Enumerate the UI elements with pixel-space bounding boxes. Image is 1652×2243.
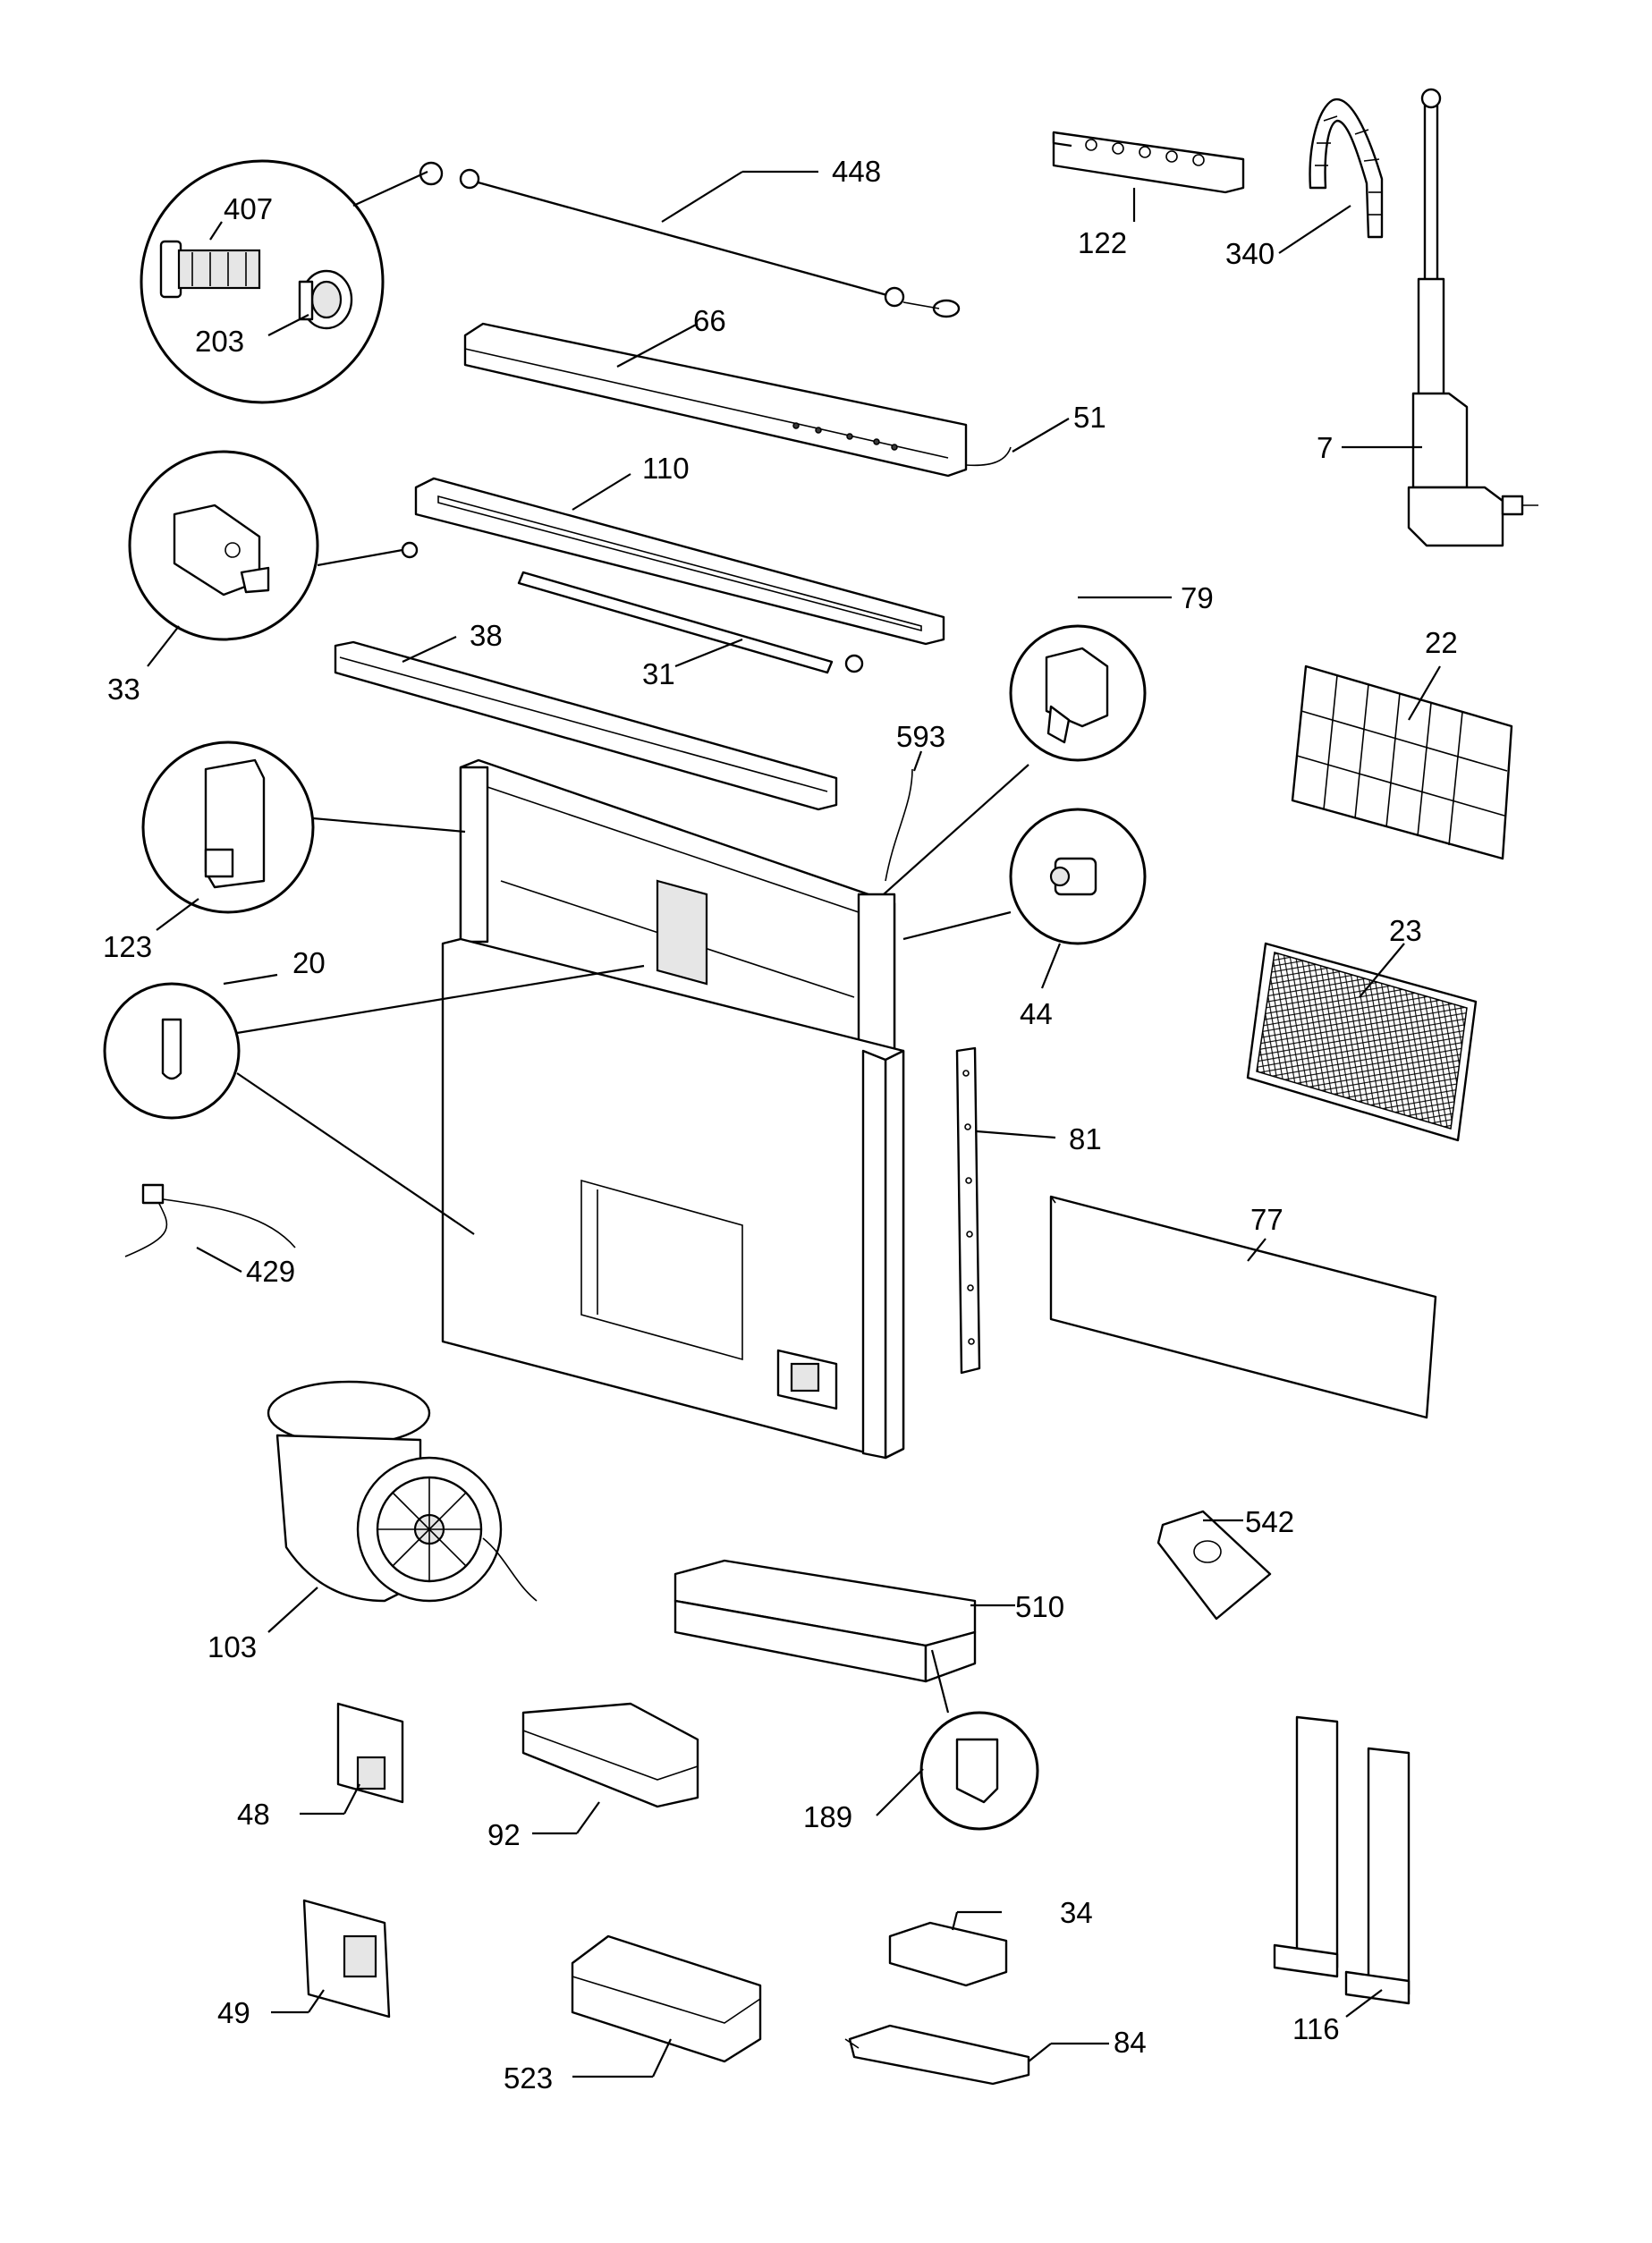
label-448: 448 xyxy=(832,155,881,188)
callout-circle-33 xyxy=(128,450,419,641)
label-103: 103 xyxy=(208,1630,257,1663)
part-116-brackets xyxy=(1273,1715,1411,2005)
part-122-bracket xyxy=(1052,131,1245,194)
label-33: 33 xyxy=(107,673,140,706)
part-103-blower xyxy=(267,1380,538,1603)
part-22-grease-filter xyxy=(1291,664,1513,860)
label-84: 84 xyxy=(1114,2026,1147,2059)
label-122: 122 xyxy=(1078,226,1127,259)
label-22: 22 xyxy=(1425,626,1458,659)
part-542-bracket xyxy=(1156,1510,1272,1621)
callout-circle-44 xyxy=(902,808,1147,945)
part-31-tube xyxy=(517,571,864,674)
part-92-box xyxy=(521,1702,699,1808)
main-housing xyxy=(441,758,905,1460)
label-23: 23 xyxy=(1389,914,1422,947)
label-81: 81 xyxy=(1069,1122,1102,1155)
label-20: 20 xyxy=(292,946,326,979)
part-340-cable-chain xyxy=(1309,97,1384,239)
label-203: 203 xyxy=(195,325,244,358)
part-labels: 448 407 203 122 340 66 51 7 110 33 38 31… xyxy=(103,155,1458,2095)
label-48: 48 xyxy=(237,1798,270,1831)
label-77: 77 xyxy=(1250,1203,1283,1236)
part-429-cable xyxy=(124,1183,296,1257)
part-49-pcb xyxy=(302,1899,391,2019)
label-44: 44 xyxy=(1020,997,1053,1030)
callout-circle-79 xyxy=(858,596,1172,918)
label-593: 593 xyxy=(896,720,945,753)
part-34-ballast xyxy=(888,1921,1008,1987)
part-48-pcb xyxy=(336,1702,404,1804)
part-510-box xyxy=(674,1559,977,1683)
label-523: 523 xyxy=(504,2061,553,2095)
label-110: 110 xyxy=(642,452,690,485)
label-542: 542 xyxy=(1245,1505,1294,1538)
callout-circle-189 xyxy=(919,1649,1039,1831)
part-448-shaft xyxy=(419,161,961,318)
label-189: 189 xyxy=(803,1800,852,1833)
label-92: 92 xyxy=(487,1818,521,1851)
callout-circle-407-203 xyxy=(140,159,428,404)
part-66-control-strip xyxy=(463,322,968,478)
part-7-linear-actuator xyxy=(1407,88,1538,547)
part-23-mesh-filter xyxy=(1246,942,1478,1142)
label-510: 510 xyxy=(1015,1590,1064,1623)
label-407: 407 xyxy=(224,192,273,225)
part-77-panel xyxy=(1049,1195,1437,1419)
part-81-rail xyxy=(955,1046,981,1375)
label-79: 79 xyxy=(1181,581,1214,614)
label-7: 7 xyxy=(1317,431,1333,464)
label-66: 66 xyxy=(693,304,726,337)
label-116: 116 xyxy=(1292,2012,1340,2045)
part-38-front-trim xyxy=(334,640,838,811)
part-203-bushing xyxy=(298,269,353,330)
part-593-cable xyxy=(885,768,913,882)
callout-circle-20 xyxy=(103,964,645,1235)
part-51-cable xyxy=(965,446,1012,467)
label-340: 340 xyxy=(1225,237,1275,270)
label-31: 31 xyxy=(642,657,675,690)
label-429: 429 xyxy=(246,1255,295,1288)
part-523-box xyxy=(571,1934,762,2063)
label-34: 34 xyxy=(1060,1896,1093,1929)
part-407-gear xyxy=(159,240,261,299)
label-38: 38 xyxy=(470,619,503,652)
part-110-frame xyxy=(414,477,945,646)
callout-circle-123 xyxy=(141,741,466,914)
part-84-ballast xyxy=(844,2024,1030,2086)
label-123: 123 xyxy=(103,930,152,963)
label-51: 51 xyxy=(1073,401,1106,434)
label-49: 49 xyxy=(217,1996,250,2029)
